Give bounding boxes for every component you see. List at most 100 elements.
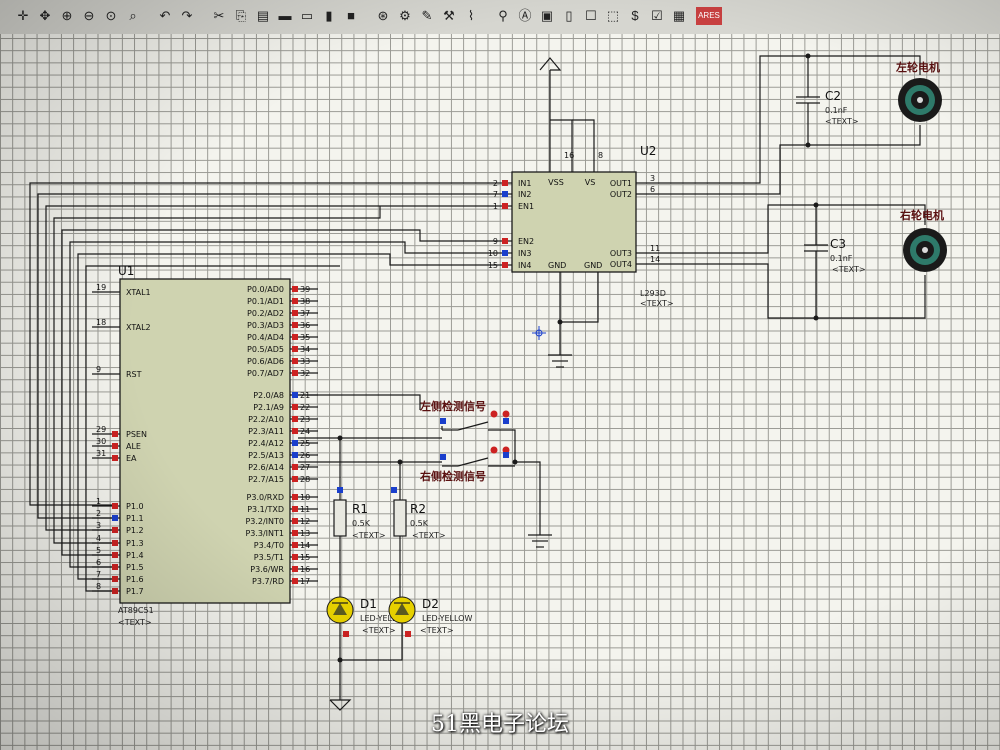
- u1-pin-number: 25: [300, 439, 310, 448]
- d2-led[interactable]: D2 LED-YELLOW <TEXT>: [388, 596, 472, 637]
- u1-pin-number: 9: [96, 365, 101, 374]
- netlist-to-ares-icon[interactable]: ▦: [672, 8, 686, 23]
- r2-value: 0.5K: [410, 519, 429, 528]
- cut-icon[interactable]: ✂: [213, 8, 225, 23]
- d2-ref: D2: [422, 597, 439, 611]
- u1-pin-number: 12: [300, 517, 310, 526]
- right-sensor-label: 右侧检测信号: [419, 469, 486, 483]
- copy-icon[interactable]: ⎘: [235, 8, 247, 23]
- u1-pin-marker: [112, 564, 118, 570]
- u1-pin-label: P1.1: [126, 514, 144, 523]
- u1-pin-number: 23: [300, 415, 310, 424]
- d2-part: LED-YELLOW: [422, 614, 472, 623]
- u1-pin-number: 3: [96, 521, 101, 530]
- block-move-icon[interactable]: ▭: [300, 8, 314, 23]
- u1-pin-marker: [112, 515, 118, 521]
- u1-pin-label: EA: [126, 454, 137, 463]
- u1-pin-number: 10: [300, 493, 310, 502]
- u1-pin-number: 24: [300, 427, 310, 436]
- junctions: [337, 53, 819, 663]
- u1-body: [119, 278, 291, 604]
- redo-icon[interactable]: ↷: [181, 8, 193, 23]
- d1-text: <TEXT>: [362, 626, 396, 635]
- u2-pin-label: IN4: [518, 261, 531, 270]
- zoom-area-icon[interactable]: ⌕: [129, 8, 137, 23]
- u2-pin-number: 2: [493, 179, 498, 188]
- u1-pin-number: 28: [300, 475, 310, 484]
- ares-icon[interactable]: ARES: [696, 7, 722, 25]
- u1-pin-label: P3.3/INT1: [245, 529, 284, 538]
- property-assign-icon[interactable]: Ⓐ: [518, 8, 532, 23]
- new-sheet-icon[interactable]: ▯: [565, 8, 573, 23]
- u1-pin-number: 35: [300, 333, 310, 342]
- u1-right-pins: 39P0.0/AD038P0.1/AD137P0.2/AD236P0.3/AD3…: [245, 285, 318, 586]
- zoom-out-icon[interactable]: ⊖: [83, 8, 95, 23]
- wire-autoroute-icon[interactable]: ⌇: [467, 8, 475, 23]
- decompose-icon[interactable]: ⚒: [443, 8, 455, 23]
- u1-pin-marker: [292, 416, 298, 422]
- bill-of-materials-icon[interactable]: $: [631, 8, 639, 23]
- u1-pin-number: 21: [300, 391, 310, 400]
- u2-pin-number: 15: [488, 261, 498, 270]
- u2-pin-label: VSS: [548, 178, 564, 187]
- u1-pin-label: P0.6/AD6: [247, 357, 284, 366]
- u1-pin-label: P3.7/RD: [252, 577, 284, 586]
- u1-pin-label: P1.2: [126, 526, 144, 535]
- u1-pin-label: P0.0/AD0: [247, 285, 284, 294]
- u2-pin-number: 1: [493, 202, 498, 211]
- u1-pin-number: 38: [300, 297, 310, 306]
- u1-at89c51[interactable]: U1 AT89C51 <TEXT> 19XTAL118XTAL29RST29PS…: [92, 264, 318, 627]
- u1-pin-marker: [292, 494, 298, 500]
- left-sensor-switch[interactable]: 左侧检测信号: [419, 399, 510, 424]
- r2-text: <TEXT>: [412, 531, 446, 540]
- move-icon[interactable]: ✥: [39, 8, 51, 23]
- u1-pin-label: P1.3: [126, 539, 144, 548]
- u1-pin-number: 15: [300, 553, 310, 562]
- zoom-in-icon[interactable]: ⊕: [61, 8, 73, 23]
- pick-device-icon[interactable]: ⊛: [377, 8, 389, 23]
- c3-capacitor[interactable]: C3 0.1nF <TEXT>: [830, 237, 866, 274]
- u1-pin-label: P0.7/AD7: [247, 369, 284, 378]
- paste-icon[interactable]: ▤: [256, 8, 270, 23]
- undo-icon[interactable]: ↶: [159, 8, 171, 23]
- right-sensor-switch[interactable]: 右侧检测信号: [419, 446, 510, 484]
- u1-pin-marker: [292, 530, 298, 536]
- zoom-all-icon[interactable]: ⊙: [105, 8, 117, 23]
- search-icon[interactable]: ⚲: [498, 8, 508, 23]
- u1-part: AT89C51: [118, 606, 154, 615]
- u1-pin-number: 39: [300, 285, 310, 294]
- u1-pin-marker: [292, 358, 298, 364]
- goto-sheet-icon[interactable]: ⬚: [606, 8, 620, 23]
- remove-sheet-icon[interactable]: ☐: [585, 8, 597, 23]
- right-motor[interactable]: 右轮电机: [899, 208, 947, 272]
- u2-pin-number: 10: [488, 249, 498, 258]
- u2-pin-marker: [502, 262, 508, 268]
- c3-text: <TEXT>: [832, 265, 866, 274]
- u1-pin-marker: [292, 554, 298, 560]
- r1-resistor[interactable]: R1 0.5K <TEXT>: [333, 487, 386, 540]
- u1-pin-marker: [112, 552, 118, 558]
- d1-led[interactable]: D1 LED-YELLOW <TEXT>: [326, 596, 410, 637]
- u2-pin-number: 9: [493, 237, 498, 246]
- u2-pin-label: OUT1: [610, 179, 632, 188]
- block-rotate-icon[interactable]: ▮: [325, 8, 333, 23]
- design-explorer-icon[interactable]: ▣: [540, 8, 554, 23]
- u1-pin-marker: [292, 404, 298, 410]
- u2-pin-label: OUT2: [610, 190, 632, 199]
- make-device-icon[interactable]: ⚙: [399, 8, 411, 23]
- d2-text: <TEXT>: [420, 626, 454, 635]
- package-tool-icon[interactable]: ✎: [421, 8, 433, 23]
- u2-pin-label: EN1: [518, 202, 534, 211]
- electrical-check-icon[interactable]: ☑: [651, 8, 663, 23]
- c2-capacitor[interactable]: C2 0.1nF <TEXT>: [825, 89, 859, 126]
- crosshair-icon[interactable]: ✛: [17, 8, 29, 23]
- block-copy-icon[interactable]: ▬: [278, 8, 292, 23]
- u1-pin-label: XTAL1: [126, 288, 151, 297]
- block-delete-icon[interactable]: ■: [347, 8, 355, 23]
- r2-resistor[interactable]: R2 0.5K <TEXT>: [391, 487, 446, 540]
- u1-pin-marker: [292, 518, 298, 524]
- left-motor[interactable]: 左轮电机: [895, 60, 942, 122]
